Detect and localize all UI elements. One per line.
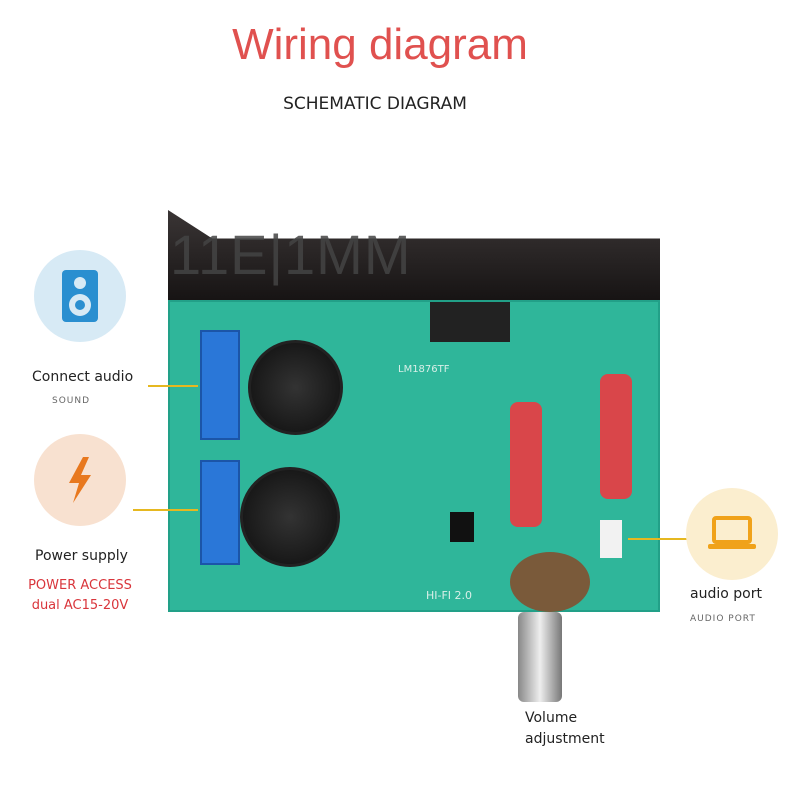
power-note: POWER ACCESS dual AC15-20V — [10, 576, 150, 616]
board-silk-label: HI-FI 2.0 — [426, 589, 473, 602]
volume-label: Volume — [525, 710, 578, 726]
chip-label: LM1876TF — [398, 364, 450, 375]
audio-port-label: audio port — [690, 586, 762, 602]
watermark: 11E|1MM — [170, 223, 412, 286]
volume-label-2: adjustment — [525, 731, 605, 747]
film-capacitor — [600, 374, 632, 499]
page-title: Wiring diagram — [232, 20, 528, 69]
audio-callout-line — [148, 385, 198, 387]
power-terminal — [200, 460, 240, 565]
audio-terminal — [200, 330, 240, 440]
audio-port-sublabel: AUDIO PORT — [690, 614, 756, 624]
port-callout-line — [628, 538, 688, 540]
power-access-text: POWER ACCESS — [28, 578, 132, 593]
laptop-icon — [686, 488, 778, 580]
volume-knob[interactable] — [518, 612, 562, 702]
page-subtitle: SCHEMATIC DIAGRAM — [283, 94, 467, 114]
audio-port-connector — [600, 520, 622, 558]
connect-audio-label: Connect audio — [32, 369, 134, 385]
capacitor — [240, 467, 340, 567]
amplifier-board: LM1876TF HI-FI 2.0 — [168, 300, 660, 612]
potentiometer — [510, 552, 590, 612]
power-supply-label: Power supply — [35, 548, 128, 564]
lightning-icon — [34, 434, 126, 526]
op-amp-chip — [450, 512, 474, 542]
speaker-icon — [34, 250, 126, 342]
capacitor — [248, 340, 343, 435]
power-callout-line — [133, 509, 198, 511]
amplifier-chip — [430, 302, 510, 342]
power-voltage-text: dual AC15-20V — [31, 598, 129, 613]
film-capacitor — [510, 402, 542, 527]
connect-audio-sublabel: SOUND — [52, 396, 91, 406]
